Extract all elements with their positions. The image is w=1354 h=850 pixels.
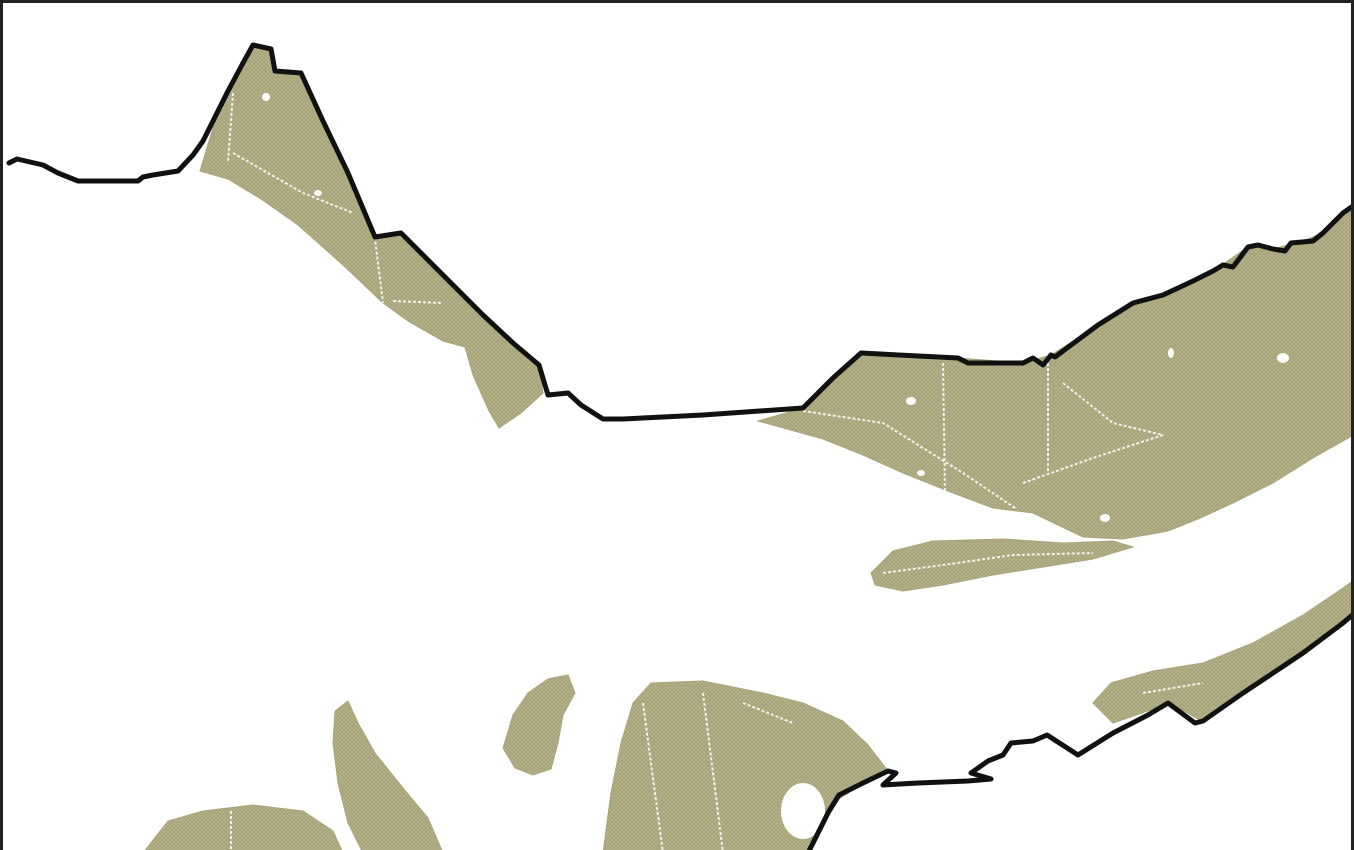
land-parcel-northwest [199,46,544,429]
boundary-line-north [6,42,1351,422]
land-islet-center [502,674,576,776]
land-voids [262,93,1289,839]
land-strip-southwest [332,700,443,850]
land-island-east [870,538,1135,592]
land-parcels [144,46,1351,850]
boundary-line-south [806,612,1351,850]
land-parcel-southeast [1092,581,1351,724]
land-parcel-south-center [602,680,889,850]
land-parcel-northeast [756,207,1351,540]
land-tracks [227,92,1204,850]
map-canvas[interactable] [3,3,1354,850]
land-parcel-southwest [144,804,343,850]
